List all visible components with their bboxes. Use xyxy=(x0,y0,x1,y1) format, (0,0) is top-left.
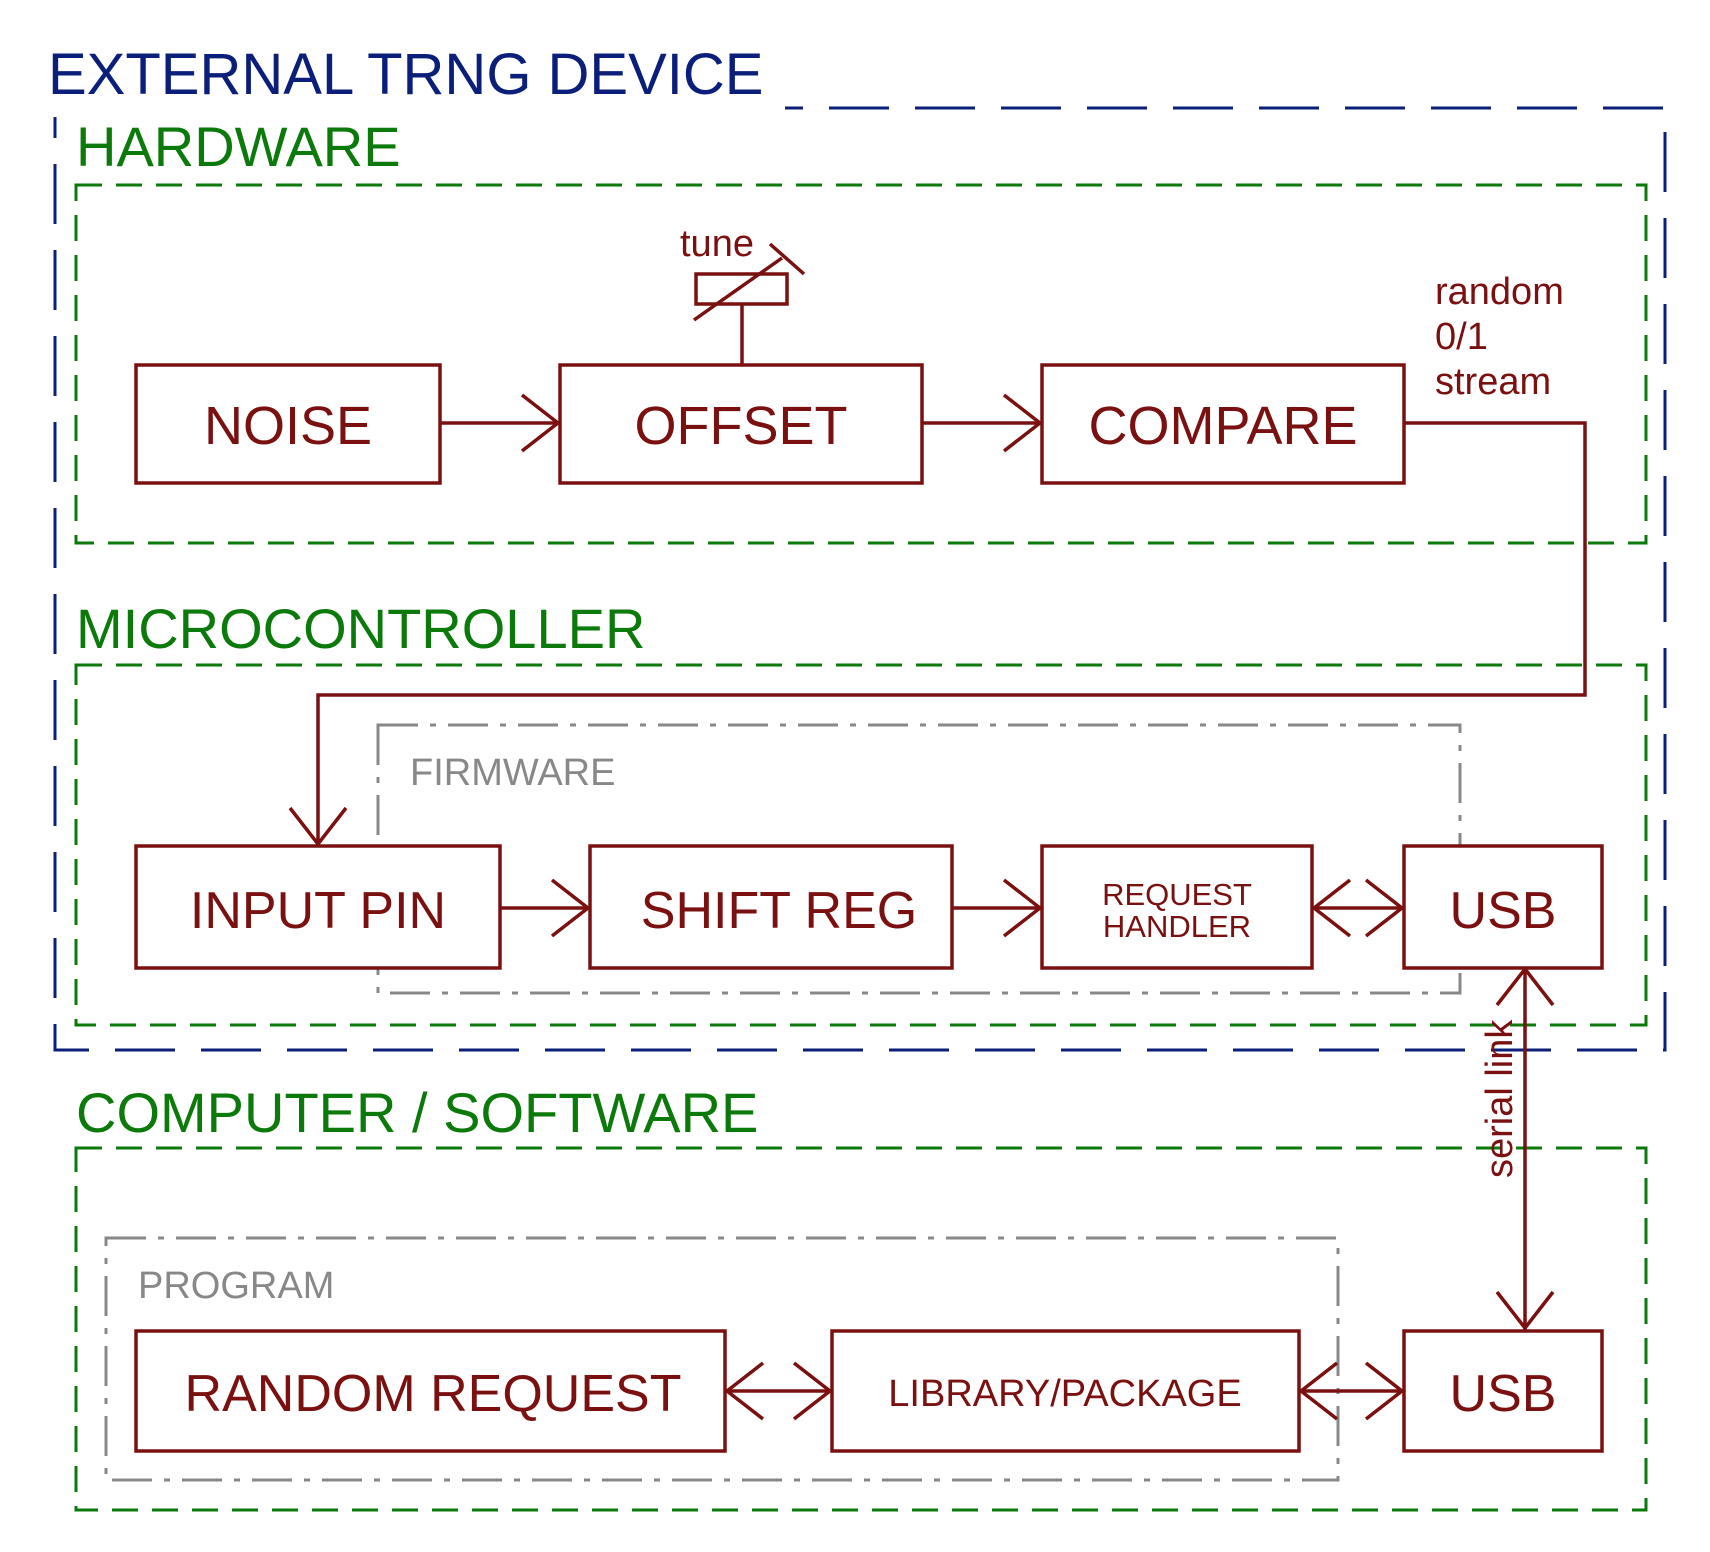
compare-block xyxy=(1040,363,1406,485)
tune-adjust-arrow xyxy=(692,256,784,322)
wire-compare-to-input-pin xyxy=(318,421,1587,846)
offset-block xyxy=(558,363,924,485)
hardware-title: HARDWARE xyxy=(76,115,401,178)
usb-computer-label: USB xyxy=(1450,1365,1557,1423)
stream-label-line-1: random xyxy=(1435,271,1564,313)
firmware-title: FIRMWARE xyxy=(410,752,615,794)
shift-reg-block xyxy=(588,844,954,970)
library-package-label: LIBRARY/PACKAGE xyxy=(888,1373,1241,1415)
computer-title: COMPUTER / SOFTWARE xyxy=(76,1081,758,1144)
library-package-block xyxy=(830,1329,1301,1453)
input-pin-label: INPUT PIN xyxy=(190,882,446,940)
hardware-boundary xyxy=(74,183,1648,545)
device-boundary xyxy=(53,106,1667,1052)
request-handler-label-line-2: HANDLER xyxy=(1103,909,1251,944)
microcontroller-boundary xyxy=(74,663,1648,1027)
noise-label: NOISE xyxy=(204,396,372,456)
stream-label-line-2: 0/1 xyxy=(1435,316,1488,358)
tune-potentiometer xyxy=(694,272,789,306)
microcontroller-title: MICROCONTROLLER xyxy=(76,597,645,660)
device-title: EXTERNAL TRNG DEVICE xyxy=(48,42,763,107)
offset-label: OFFSET xyxy=(635,396,848,456)
usb-device-label: USB xyxy=(1450,882,1557,940)
computer-boundary xyxy=(74,1146,1648,1512)
program-boundary xyxy=(104,1236,1340,1482)
noise-block xyxy=(134,363,442,485)
request-handler-label-line-1: REQUEST xyxy=(1102,877,1252,912)
random-request-block xyxy=(134,1329,727,1453)
program-title: PROGRAM xyxy=(138,1265,334,1307)
compare-label: COMPARE xyxy=(1088,396,1357,456)
tune-label: tune xyxy=(680,223,754,265)
input-pin-block xyxy=(134,844,502,970)
shift-reg-label: SHIFT REG xyxy=(641,882,917,940)
serial-link-label: serial link xyxy=(1479,1019,1521,1178)
random-request-label: RANDOM REQUEST xyxy=(185,1365,682,1423)
request-handler-block xyxy=(1040,844,1314,970)
stream-label-line-3: stream xyxy=(1435,361,1551,403)
usb-block-device xyxy=(1402,844,1604,970)
usb-block-computer xyxy=(1402,1329,1604,1453)
